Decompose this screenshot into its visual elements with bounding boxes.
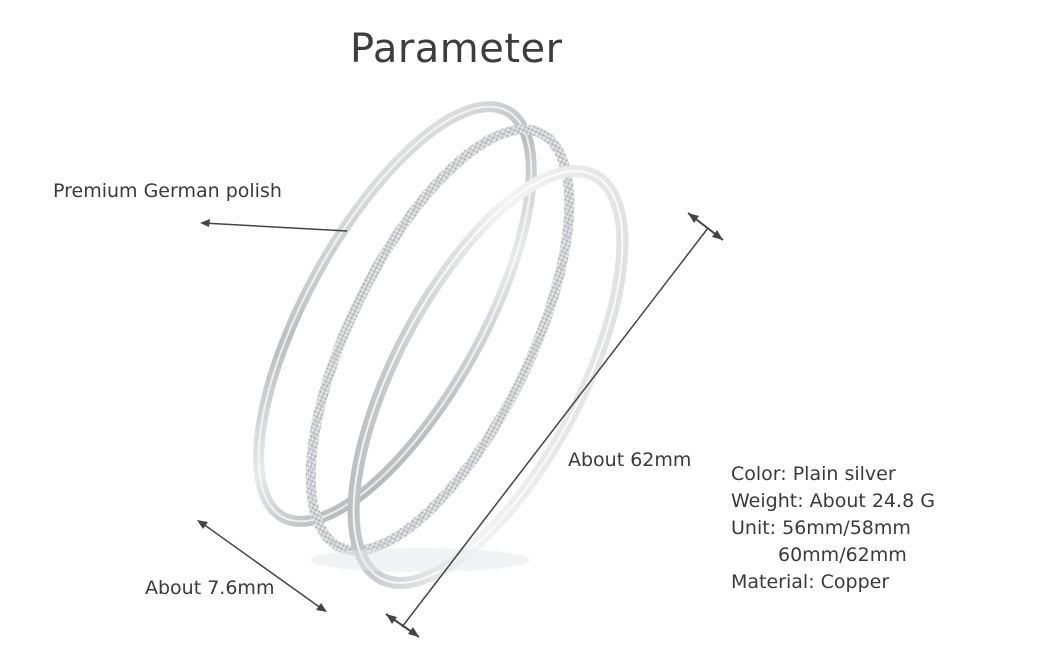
width-dimension-arrow	[197, 520, 327, 612]
bangle-sparkle-middle	[305, 124, 575, 556]
spec-color: Color: Plain silver	[731, 463, 896, 485]
page-title: Parameter	[350, 26, 563, 72]
spec-unit-continued: 60mm/62mm	[778, 544, 907, 566]
spec-list: Color: Plain silver Weight: About 24.8 G…	[731, 461, 935, 596]
spec-weight: Weight: About 24.8 G	[731, 490, 935, 512]
spec-unit: Unit: 56mm/58mm	[731, 517, 911, 539]
length-dimension-arrow	[385, 212, 724, 638]
polish-pointer-arrow	[200, 219, 348, 232]
length-annotation: About 62mm	[568, 449, 692, 471]
width-annotation: About 7.6mm	[145, 577, 275, 599]
bangle-plain-right	[347, 165, 629, 589]
bangle-plain-left	[253, 101, 537, 527]
spec-material: Material: Copper	[731, 571, 890, 593]
bangle-shadow	[310, 548, 530, 572]
polish-annotation: Premium German polish	[53, 180, 282, 202]
